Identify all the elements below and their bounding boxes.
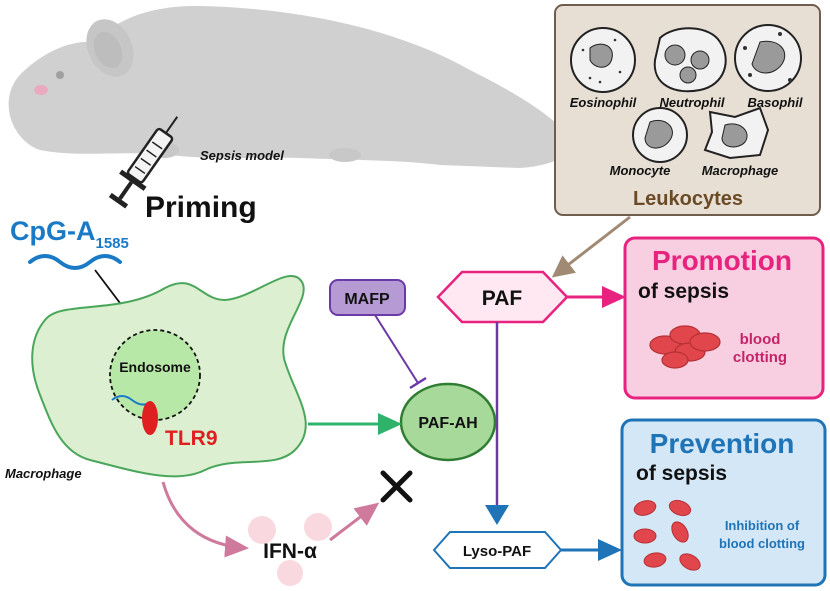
lyso-paf-label: Lyso-PAF	[463, 543, 531, 560]
eosinophil-label: Eosinophil	[570, 95, 637, 110]
promotion-note-line2: clotting	[733, 349, 787, 366]
promotion-title: Promotion	[652, 245, 792, 276]
promotion-subtitle: of sepsis	[638, 280, 729, 303]
mafp-inhibition-bar	[409, 376, 427, 390]
tlr9-label: TLR9	[165, 427, 218, 450]
mafp-node	[329, 279, 406, 316]
monocyte-cell	[632, 107, 688, 163]
prevention-subtitle: of sepsis	[636, 462, 727, 485]
mafp-label: MAFP	[344, 291, 390, 308]
macrophage-leukocyte-label: Macrophage	[702, 163, 779, 178]
mafp-inhibition-line	[374, 314, 419, 384]
ifn-bubbles	[248, 513, 332, 586]
cpg-label: CpG-A1585	[10, 216, 129, 252]
sepsis-model-label: Sepsis model	[200, 148, 284, 163]
eosinophil-cell	[570, 27, 636, 93]
tlr9-receptor	[142, 401, 158, 435]
monocyte-label: Monocyte	[610, 163, 671, 178]
ifn-to-block-arrow	[329, 502, 380, 542]
priming-label: Priming	[145, 191, 257, 224]
prevention-note-line2: blood clotting	[719, 536, 805, 551]
macrophage-to-ifn-arrow	[161, 481, 249, 558]
blocked-x-icon	[380, 470, 413, 503]
paf-to-lysopaf-arrowhead	[485, 505, 509, 525]
cpg-dna-strand	[28, 254, 122, 270]
paf-label: PAF	[482, 287, 523, 310]
endosome-label: Endosome	[119, 359, 191, 375]
syringe-icon	[108, 116, 179, 209]
dispersed-rbc-group	[633, 499, 701, 571]
promotion-note-line1: blood	[740, 331, 781, 348]
leukocytes-to-paf-arrow	[551, 215, 631, 278]
basophil-cell	[734, 24, 802, 92]
prevention-note-line1: Inhibition of	[725, 518, 800, 533]
neutrophil-cell	[653, 27, 727, 93]
clotted-rbc-cluster	[649, 325, 721, 369]
prevention-box	[620, 418, 827, 587]
paf-ah-label: PAF-AH	[418, 415, 477, 432]
ifn-label: IFN-α	[263, 540, 317, 563]
macrophage-label: Macrophage	[5, 466, 82, 481]
neutrophil-label: Neutrophil	[660, 95, 725, 110]
prevention-title: Prevention	[650, 428, 795, 459]
leukocytes-title: Leukocytes	[633, 188, 743, 210]
basophil-label: Basophil	[748, 95, 803, 110]
macrophage-leukocyte	[703, 106, 770, 160]
